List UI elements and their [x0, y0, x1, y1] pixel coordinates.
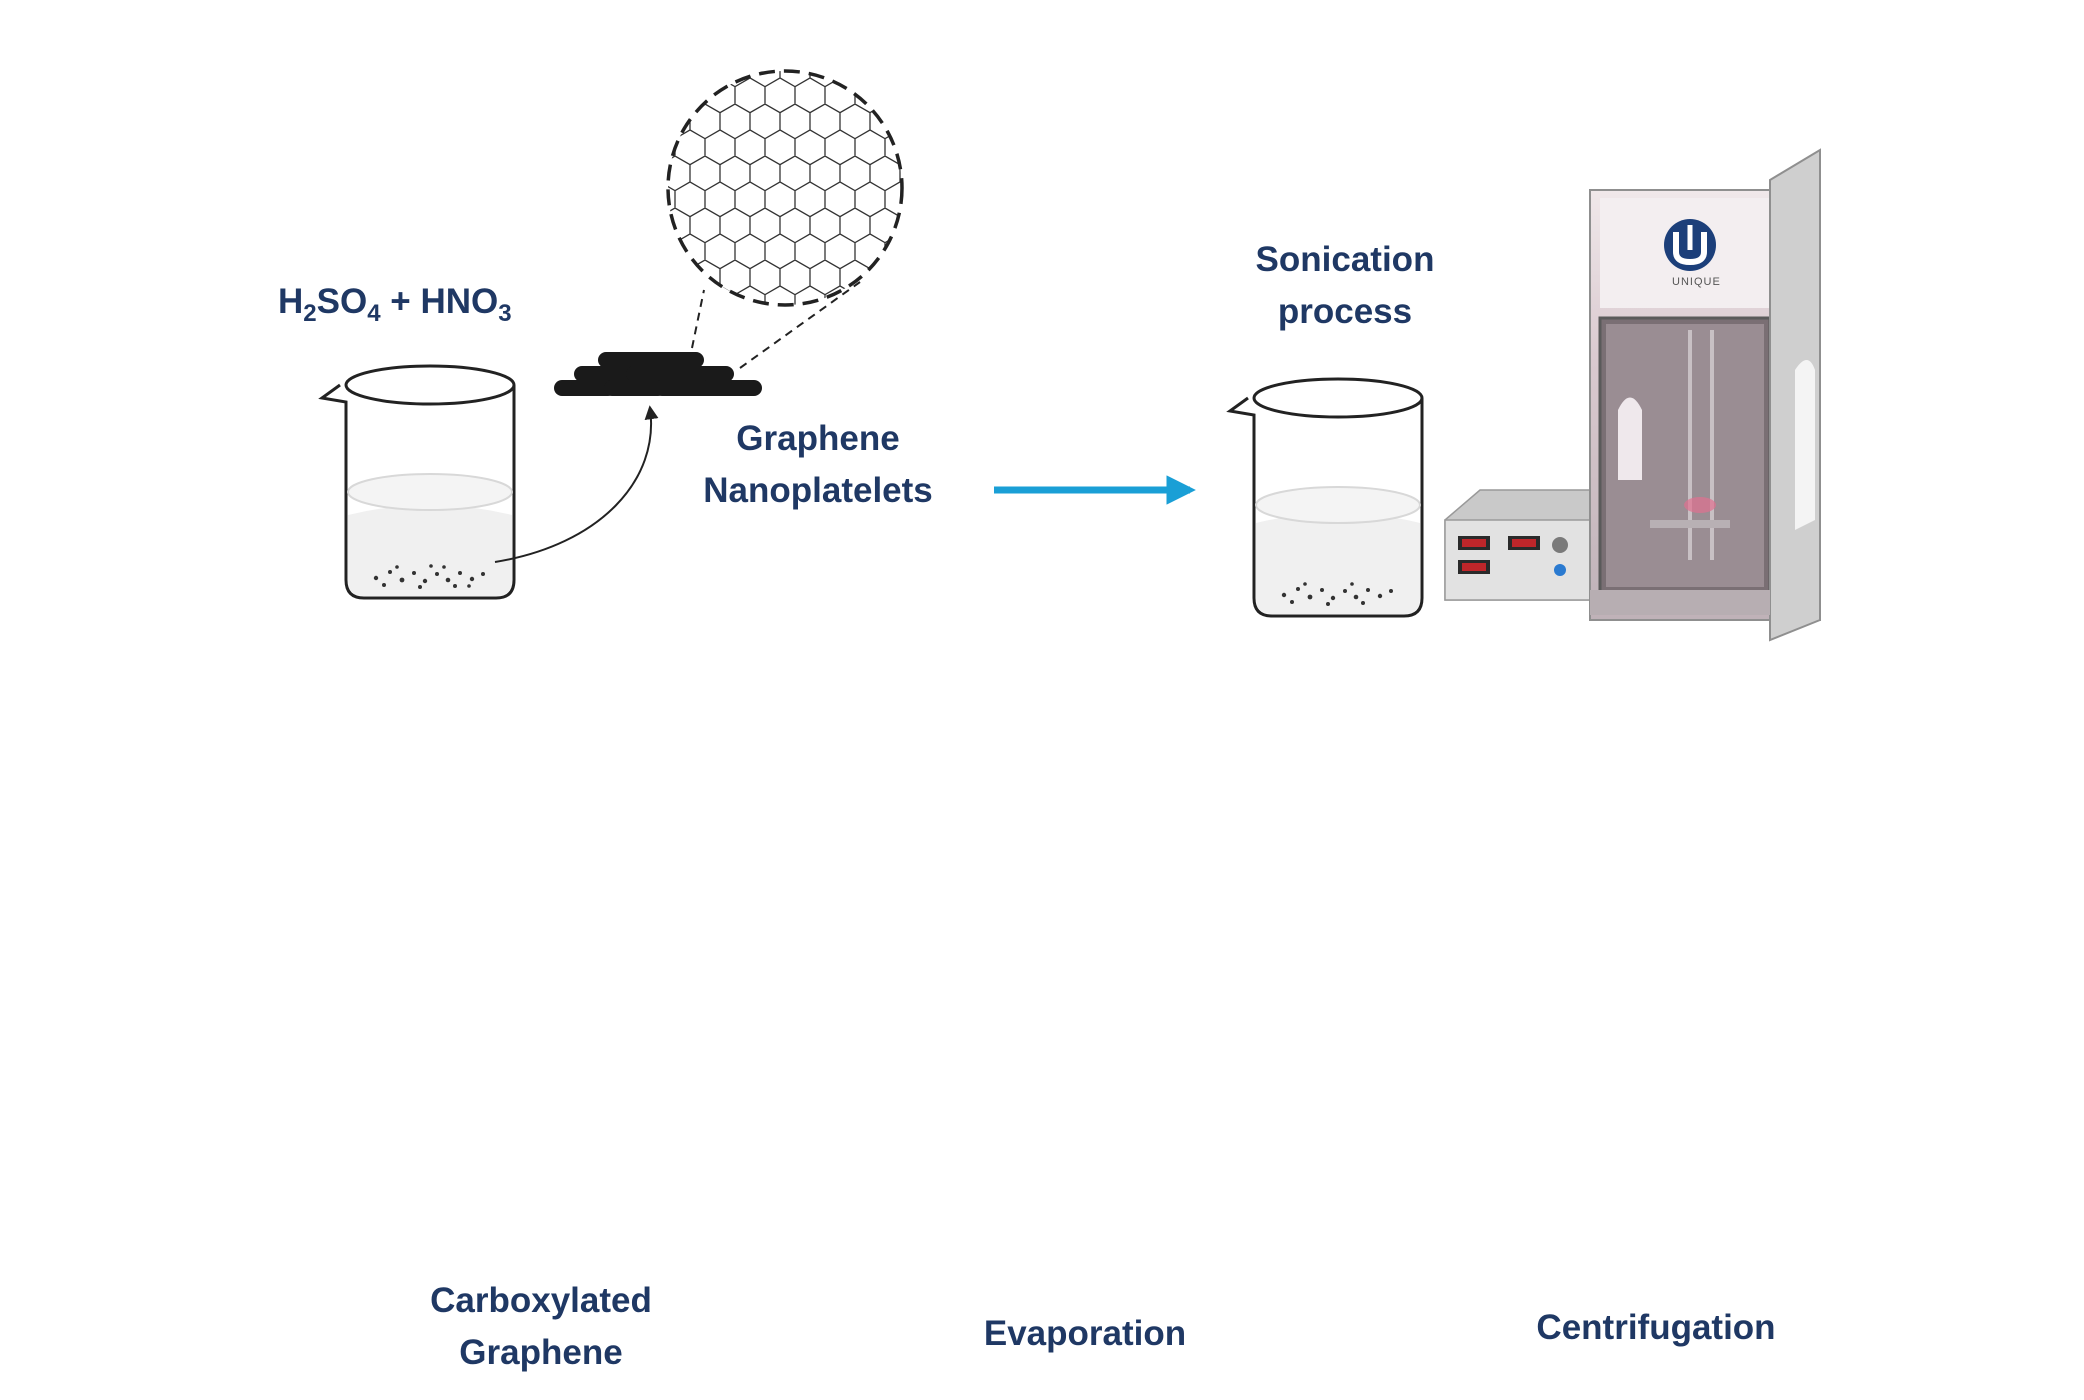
label-line: Graphene — [459, 1333, 623, 1372]
label-sonication: Sonication process — [1195, 234, 1495, 338]
label-line: Nanoplatelets — [703, 471, 933, 510]
beaker-acid — [318, 364, 516, 600]
formula-subscript: 4 — [367, 300, 381, 327]
formula-subscript: 2 — [303, 300, 317, 327]
label-line: Graphene — [736, 419, 900, 458]
formula-subscript: 3 — [498, 300, 512, 327]
beaker-sonication — [1226, 377, 1424, 618]
label-line: Sonication — [1255, 240, 1435, 279]
particles — [373, 564, 485, 589]
label-line: Carboxylated — [430, 1281, 652, 1320]
sonicator-device — [1444, 148, 1821, 642]
sonicator-brand: UNIQUE — [1672, 276, 1721, 288]
formula-text: H — [278, 282, 304, 321]
curved-arrow-top — [494, 405, 659, 563]
label-graphene-nanoplatelets: Graphene Nanoplatelets — [668, 413, 968, 517]
label-carboxylated-graphene: Carboxylated Graphene — [391, 1275, 691, 1379]
zoom-circle-graphene — [666, 69, 904, 369]
formula-text: + HNO — [380, 282, 499, 321]
label-centrifugation: Centrifugation — [1536, 1308, 1776, 1347]
reagent-formula: H2SO4 + HNO3 — [278, 282, 512, 328]
label-evaporation: Evaporation — [983, 1314, 1187, 1353]
graphene-stack-top — [554, 352, 762, 396]
label-line: process — [1277, 292, 1413, 331]
formula-text: SO — [316, 282, 368, 321]
